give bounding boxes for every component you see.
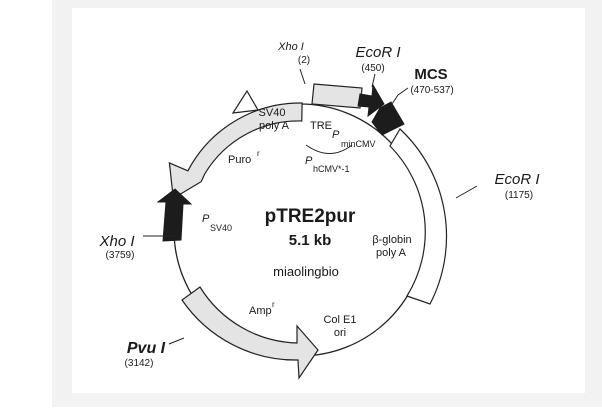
xho-top-tick: [299, 68, 306, 85]
col-e1-label-line2: ori: [334, 327, 346, 339]
p-sv40-main: P: [202, 213, 210, 225]
plasmid-name: pTRE2pur: [265, 206, 356, 227]
pvu-tick: [168, 337, 185, 345]
ecor-right-tick: [455, 185, 478, 199]
puro-label: Puro: [228, 154, 251, 166]
xho-top-name: Xho I: [277, 41, 304, 53]
figure-panel: [72, 8, 585, 393]
p-sv40-sub: SV40: [210, 223, 232, 233]
p-hcmv-main: P: [305, 155, 313, 167]
ecor-right-name: EcoR I: [494, 171, 539, 188]
col-e1-label-line1: Col E1: [323, 314, 356, 326]
mcs-block: [371, 101, 405, 136]
tre-bracket: [305, 144, 353, 154]
p-mincmv-sub: minCMV: [341, 139, 376, 149]
p-sv40-arrow: [156, 188, 193, 242]
tre-label: TRE: [310, 120, 332, 132]
sv40-polya-arrow-tip: [231, 89, 259, 114]
mcs-name: MCS: [414, 66, 447, 83]
tre-element: [311, 83, 363, 109]
beta-globin-label-line2: poly A: [376, 247, 407, 259]
pvu-position: (3142): [125, 358, 154, 369]
ecor-top-position: (450): [361, 63, 384, 74]
watermark-text: miaolingbio: [273, 264, 339, 279]
ecor-top-tick: [371, 73, 376, 88]
p-hcmv-sub: hCMV*-1: [313, 164, 350, 174]
p-mincmv-main: P: [332, 129, 340, 141]
amp-label: Amp: [249, 305, 272, 317]
xho-left-name: Xho I: [98, 233, 134, 250]
ecor-top-name: EcoR I: [355, 44, 400, 61]
amp-resistance-arrow: [181, 286, 319, 380]
amp-sup: r: [272, 300, 275, 309]
beta-globin-polya-region: [389, 128, 448, 305]
ecor-right-position: (1175): [505, 190, 533, 201]
mcs-position: (470-537): [410, 85, 453, 96]
p-mincmv-arrow: [357, 83, 385, 118]
plasmid-size: 5.1 kb: [289, 232, 332, 249]
xho-top-position: (2): [298, 55, 310, 66]
pvu-name: Pvu I: [127, 340, 166, 357]
xho-left-position: (3759): [106, 250, 135, 261]
mcs-tick: [391, 87, 409, 105]
sv40-polya-label-line2: poly A: [259, 120, 290, 132]
sv40-polya-label-line1: SV40: [259, 107, 286, 119]
beta-globin-label-line1: β-globin: [372, 234, 411, 246]
puro-sup: r: [257, 149, 260, 158]
